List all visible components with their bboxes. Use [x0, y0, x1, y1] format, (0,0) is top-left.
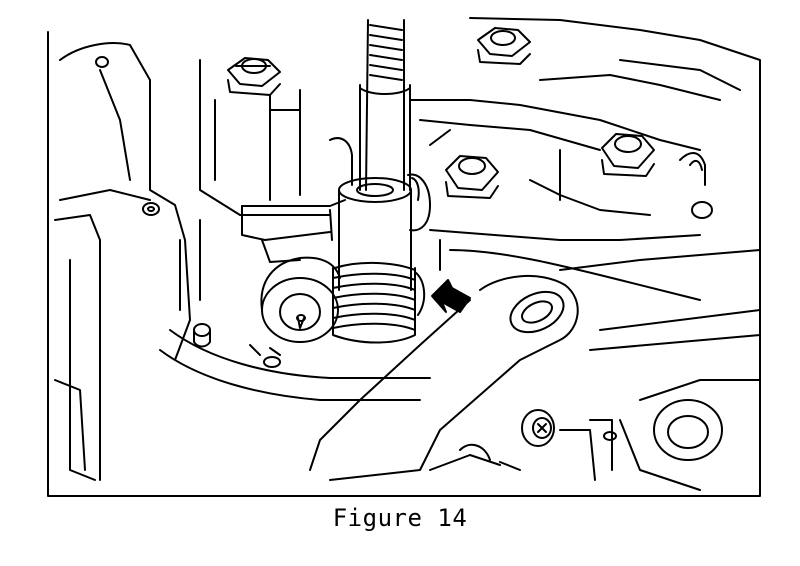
bolt-center — [445, 155, 499, 199]
figure-caption: Figure 14 — [332, 504, 468, 532]
pivot-boss — [260, 256, 341, 343]
bolt-lower-right — [521, 409, 555, 447]
linkage-arm — [309, 274, 579, 481]
housing-outline — [47, 17, 761, 497]
arrow-icon — [431, 279, 471, 313]
manual-shaft — [359, 19, 411, 191]
valve-body-block — [199, 59, 741, 216]
bolt-top-left — [227, 57, 281, 96]
bolt-lower-left — [193, 323, 211, 348]
detail-lines — [179, 109, 441, 368]
lower-right-housing — [559, 201, 761, 491]
spring-coil — [332, 261, 426, 344]
bolt-top-center — [477, 27, 531, 65]
detent-lever — [241, 199, 346, 263]
bolt-right — [601, 133, 655, 177]
